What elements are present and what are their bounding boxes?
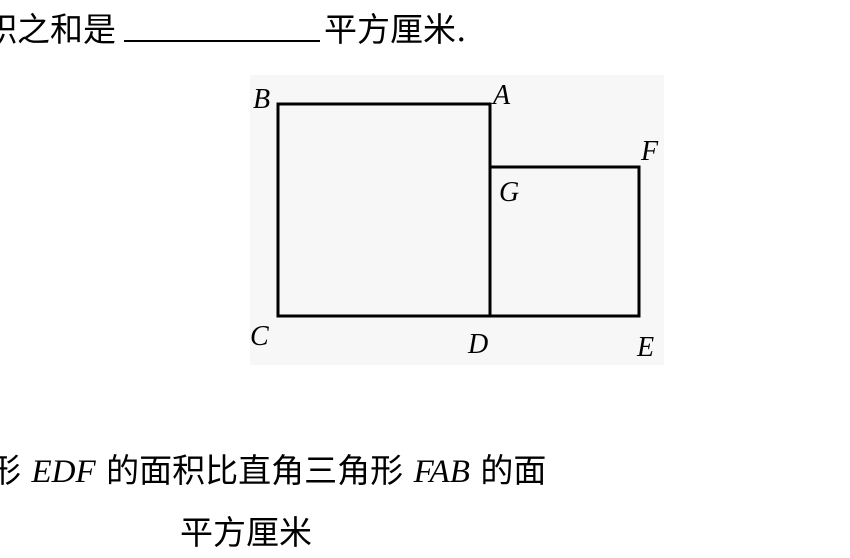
question-line-3: 平方厘米 xyxy=(180,508,312,558)
question-text-after-blank: 平方厘米. xyxy=(324,10,467,49)
line2-text-1: 形 xyxy=(0,451,21,490)
label-b: B xyxy=(253,84,270,115)
label-f: F xyxy=(640,136,659,167)
question-text-before-blank: 积之和是 xyxy=(0,10,116,49)
label-d: D xyxy=(467,329,488,360)
square-gdef xyxy=(488,165,641,318)
answer-blank[interactable] xyxy=(124,6,320,42)
question-line-1: 积之和是 平方厘米. xyxy=(0,6,467,54)
label-g: G xyxy=(499,177,519,208)
square-abcd xyxy=(276,102,492,318)
line3-text: 平方厘米 xyxy=(180,513,312,552)
triangle-edf-label: EDF xyxy=(31,454,96,490)
label-e: E xyxy=(636,332,654,363)
triangle-fab-label: FAB xyxy=(413,454,470,490)
label-a: A xyxy=(491,80,511,111)
line2-text-2: 的面积比直角三角形 xyxy=(95,451,414,490)
line2-text-3: 的面 xyxy=(469,451,547,490)
geometry-figure: B A F G C D E xyxy=(250,80,659,363)
question-line-2: 形 EDF 的面积比直角三角形 FAB 的面 xyxy=(0,446,546,496)
label-c: C xyxy=(250,321,269,352)
